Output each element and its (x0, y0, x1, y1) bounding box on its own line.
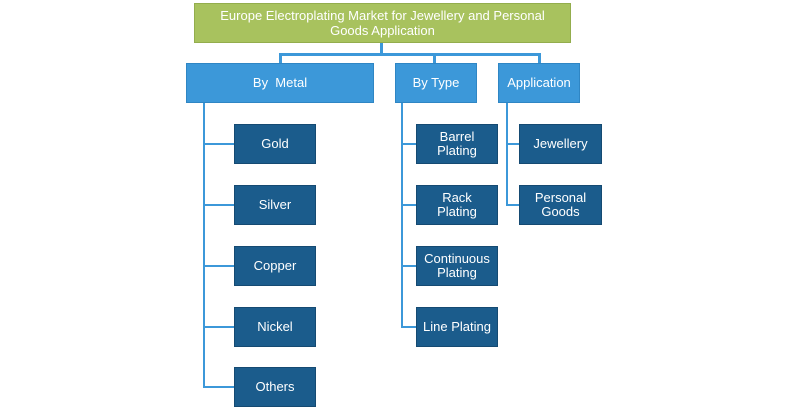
leaf-label: Others (255, 379, 295, 394)
category-label: By Metal (252, 75, 308, 90)
leaf-personal-goods: Personal Goods (519, 185, 602, 225)
leaf-nickel: Nickel (234, 307, 316, 347)
connector-type-drop (433, 53, 436, 63)
leaf-jewellery: Jewellery (519, 124, 602, 164)
leaf-continuous-plating: Continuous Plating (416, 246, 498, 286)
leaf-label: Continuous Plating (424, 251, 490, 280)
leaf-copper: Copper (234, 246, 316, 286)
connector-metal-others (203, 386, 234, 388)
connector-type-barrel (401, 143, 416, 145)
leaf-label: Copper (253, 258, 297, 273)
connector-type-rack (401, 204, 416, 206)
leaf-silver: Silver (234, 185, 316, 225)
connector-application-jewellery (506, 143, 519, 145)
connector-metal-nickel (203, 326, 234, 328)
diagram-root-title: Europe Electroplating Market for Jewelle… (194, 3, 571, 43)
leaf-label: Line Plating (423, 319, 491, 334)
connector-root-down (380, 43, 383, 55)
category-by-metal: By Metal (186, 63, 374, 103)
leaf-others: Others (234, 367, 316, 407)
connector-application-drop (538, 53, 541, 63)
leaf-line-plating: Line Plating (416, 307, 498, 347)
connector-application-trunk (506, 103, 508, 206)
connector-metal-gold (203, 143, 234, 145)
leaf-label: Barrel Plating (437, 129, 477, 158)
leaf-gold: Gold (234, 124, 316, 164)
connector-metal-silver (203, 204, 234, 206)
connector-type-trunk (401, 103, 403, 327)
category-by-type: By Type (395, 63, 477, 103)
leaf-label: Gold (261, 136, 289, 151)
category-label: Application (507, 75, 571, 90)
connector-metal-trunk (203, 103, 205, 387)
category-application: Application (498, 63, 580, 103)
connector-application-personal (506, 204, 519, 206)
leaf-rack-plating: Rack Plating (416, 185, 498, 225)
leaf-label: Rack Plating (437, 190, 477, 219)
leaf-label: Nickel (257, 319, 293, 334)
connector-metal-drop (279, 53, 282, 63)
connector-horizontal-bar (279, 53, 541, 56)
root-title-text: Europe Electroplating Market for Jewelle… (220, 8, 545, 38)
leaf-label: Silver (258, 197, 292, 212)
connector-type-line (401, 326, 416, 328)
leaf-label: Jewellery (533, 136, 588, 151)
category-label: By Type (412, 75, 460, 90)
leaf-label: Personal Goods (534, 190, 587, 219)
connector-type-continuous (401, 265, 416, 267)
connector-metal-copper (203, 265, 234, 267)
leaf-barrel-plating: Barrel Plating (416, 124, 498, 164)
